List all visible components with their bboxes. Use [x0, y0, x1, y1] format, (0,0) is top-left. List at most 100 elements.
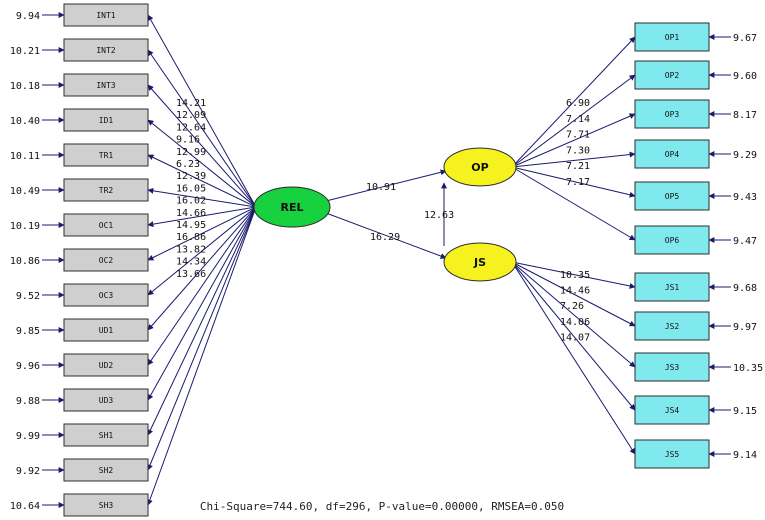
loading-value-oc3: 16.02	[176, 196, 206, 207]
error-value-ud2: 9.96	[16, 361, 40, 372]
loading-value-op2: 7.14	[566, 114, 590, 125]
indicator-label-op6: OP6	[665, 236, 680, 245]
indicator-label-js4: JS4	[665, 406, 680, 415]
loading-line-js1	[511, 261, 636, 289]
indicator-label-op3: OP3	[665, 110, 680, 119]
loading-value-sh2: 14.34	[176, 257, 206, 268]
error-value-tr2: 10.49	[10, 186, 40, 197]
loading-value-js1: 10.35	[560, 270, 590, 281]
error-value-js2: 9.97	[733, 322, 757, 333]
error-value-oc2: 10.86	[10, 256, 40, 267]
loading-line-ud2	[147, 206, 257, 366]
loading-line-js3	[511, 261, 636, 368]
error-value-sh2: 9.92	[16, 466, 40, 477]
indicator-label-sh2: SH2	[99, 466, 114, 475]
indicator-box-js1	[634, 272, 710, 302]
loading-value-ud1: 14.66	[176, 208, 206, 219]
fit-statistics: Chi-Square=744.60, df=296, P-value=0.000…	[200, 500, 564, 513]
indicator-label-js2: JS2	[665, 322, 680, 331]
indicator-label-ud3: UD3	[99, 396, 114, 405]
loading-line-int2	[147, 49, 257, 208]
loading-value-id1: 9.16	[176, 135, 200, 146]
indicator-box-sh1	[63, 423, 149, 447]
loading-line-op1	[511, 36, 636, 168]
indicator-box-int1	[63, 3, 149, 27]
indicator-label-int2: INT2	[96, 46, 115, 55]
indicator-box-oc2	[63, 248, 149, 272]
path-rel-js	[325, 212, 447, 259]
indicator-label-op4: OP4	[665, 150, 680, 159]
error-value-op3: 8.17	[733, 110, 757, 121]
indicator-label-ud1: UD1	[99, 326, 114, 335]
indicator-label-js5: JS5	[665, 450, 680, 459]
loading-line-ud1	[147, 206, 257, 331]
loading-value-int1: 14.21	[176, 98, 206, 109]
error-value-int3: 10.18	[10, 81, 40, 92]
loading-value-oc1: 12.39	[176, 171, 206, 182]
indicator-box-op3	[634, 99, 710, 129]
loading-line-op3	[511, 113, 636, 168]
error-value-js4: 9.15	[733, 406, 757, 417]
loading-value-oc2: 16.05	[176, 183, 206, 194]
loading-line-oc2	[147, 206, 257, 261]
loading-line-id1	[147, 119, 257, 208]
loading-value-op6: 7.17	[566, 177, 590, 188]
indicator-box-ud2	[63, 353, 149, 377]
latent-op	[443, 147, 517, 187]
latent-rel-label: REL	[281, 201, 304, 214]
indicator-label-op5: OP5	[665, 192, 680, 201]
loading-line-js2	[511, 261, 636, 327]
indicator-box-sh3	[63, 493, 149, 517]
loading-value-js5: 14.07	[560, 332, 590, 343]
indicator-label-oc1: OC1	[99, 221, 114, 230]
path-rel-op	[325, 169, 447, 202]
loading-value-tr2: 6.23	[176, 159, 200, 170]
indicator-label-int1: INT1	[96, 11, 115, 20]
loading-line-op5	[511, 166, 636, 198]
indicator-label-js1: JS1	[665, 283, 680, 292]
loading-line-op2	[511, 74, 636, 168]
loading-value-int3: 12.64	[176, 122, 206, 133]
coef-rel-op: 10.91	[366, 182, 396, 193]
indicator-box-oc3	[63, 283, 149, 307]
indicator-box-js5	[634, 439, 710, 469]
indicator-box-op2	[634, 60, 710, 90]
coef-js-op: 12.63	[424, 210, 454, 221]
loading-value-ud2: 14.95	[176, 220, 206, 231]
loading-value-op4: 7.30	[566, 145, 590, 156]
indicator-label-sh1: SH1	[99, 431, 114, 440]
error-value-id1: 10.40	[10, 116, 40, 127]
loading-line-op4	[511, 151, 636, 168]
indicator-box-tr2	[63, 178, 149, 202]
error-value-op1: 9.67	[733, 33, 757, 44]
indicator-box-js2	[634, 311, 710, 341]
error-value-oc3: 9.52	[16, 291, 40, 302]
indicator-box-tr1	[63, 143, 149, 167]
loading-value-op3: 7.71	[566, 130, 590, 141]
loading-line-oc3	[147, 206, 257, 296]
error-value-ud1: 9.85	[16, 326, 40, 337]
latent-js-label: JS	[473, 256, 486, 269]
loading-value-op5: 7.21	[566, 161, 590, 172]
indicator-box-int2	[63, 38, 149, 62]
loading-value-sh1: 13.82	[176, 244, 206, 255]
indicator-label-id1: ID1	[99, 116, 114, 125]
error-value-js3: 10.35	[733, 363, 763, 374]
path-lines	[42, 12, 731, 508]
latent-js	[443, 242, 517, 282]
loading-line-int3	[147, 84, 257, 208]
loading-value-op1: 6.90	[566, 98, 590, 109]
loading-value-js4: 14.06	[560, 317, 590, 328]
indicator-box-oc1	[63, 213, 149, 237]
indicator-label-js3: JS3	[665, 363, 680, 372]
indicator-box-int3	[63, 73, 149, 97]
error-value-ud3: 9.88	[16, 396, 40, 407]
indicator-box-sh2	[63, 458, 149, 482]
latent-rel	[253, 186, 331, 228]
loading-line-js4	[511, 261, 636, 411]
loading-value-sh3: 13.66	[176, 269, 206, 280]
loading-line-ud3	[147, 206, 257, 401]
indicator-box-op1	[634, 22, 710, 52]
error-value-op2: 9.60	[733, 71, 757, 82]
